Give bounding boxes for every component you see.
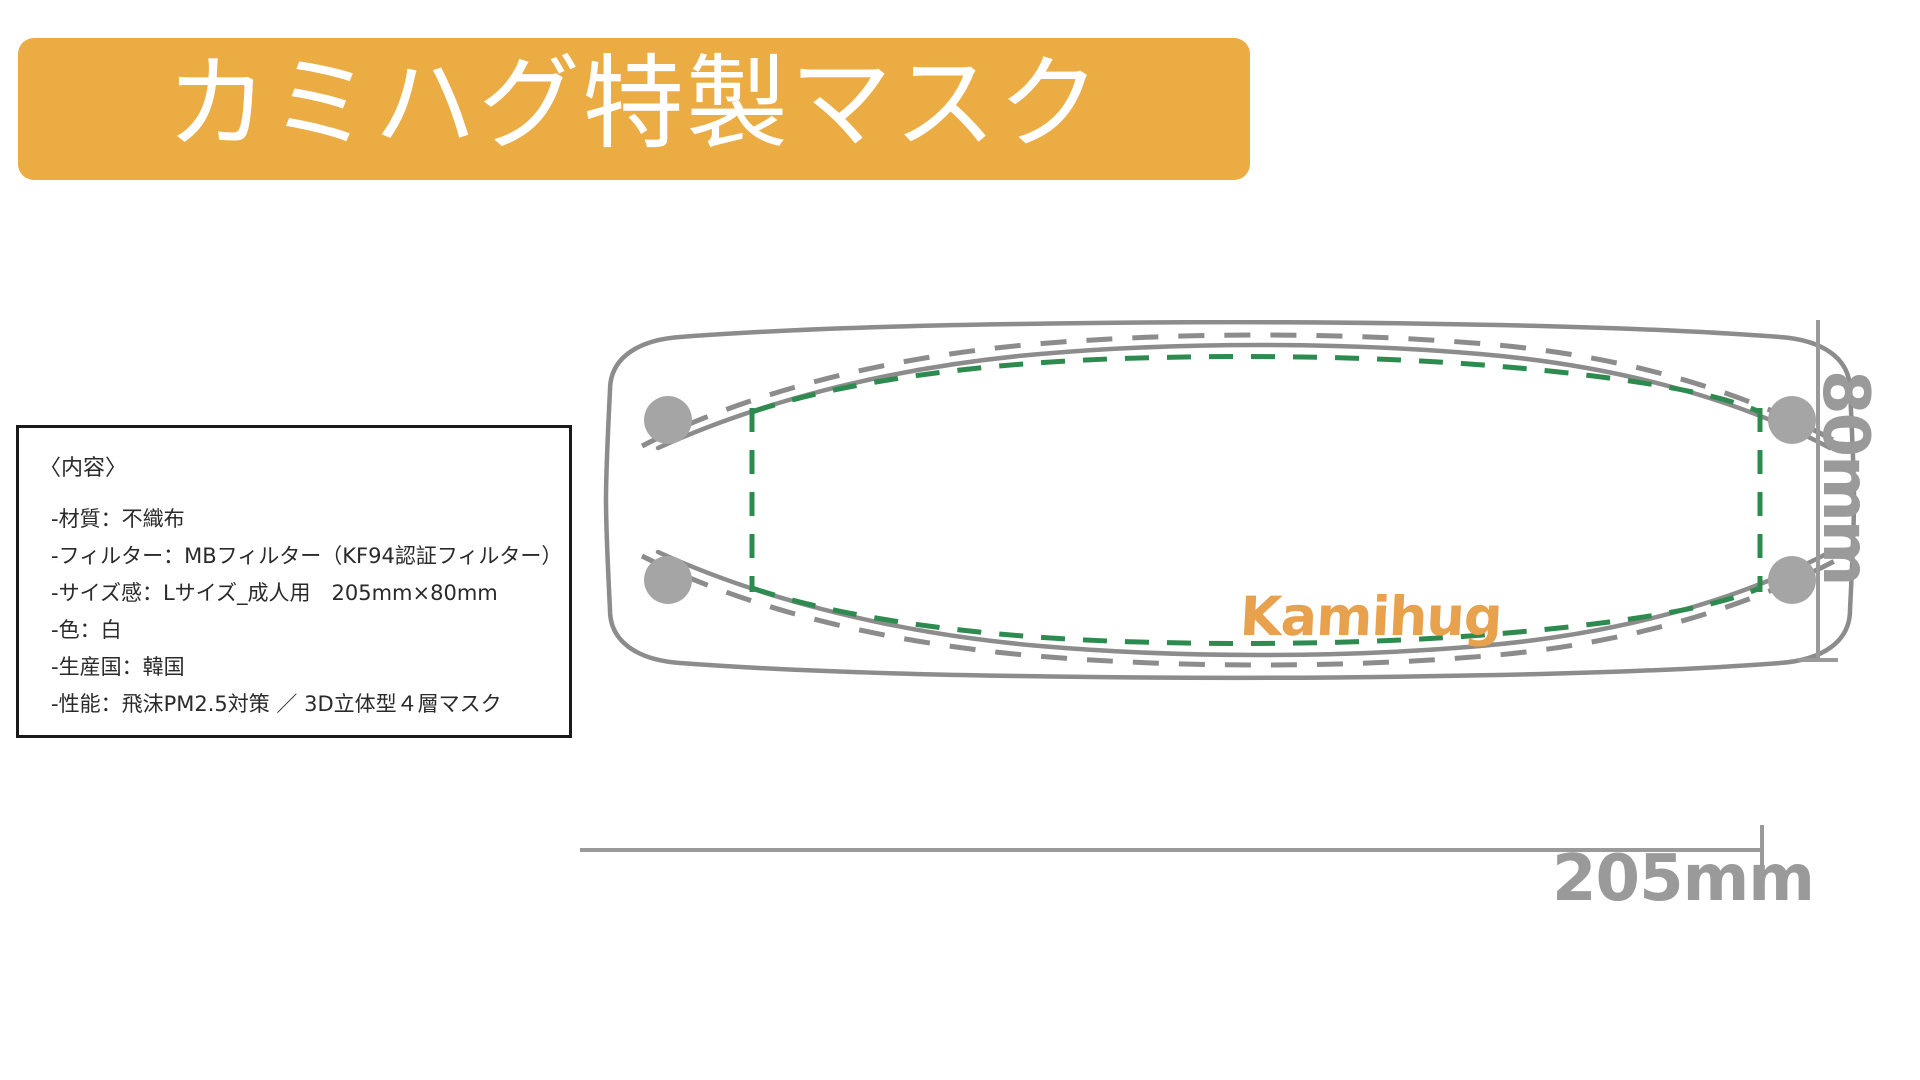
page-title: カミハグ特製マスク — [166, 45, 1102, 164]
print-area-bottom — [751, 585, 1762, 646]
fold-line-bottom — [640, 553, 1846, 668]
earloop-hole-bottom-right — [1768, 556, 1816, 604]
inner-seam-bottom — [655, 549, 1833, 658]
dimension-label-height: 80mm — [1808, 370, 1882, 585]
dimension-label-width: 205mm — [1552, 842, 1815, 916]
list-item: -材質：不織布 — [51, 507, 185, 531]
list-item: -フィルター：MBフィルター（KF94認証フィルター） — [51, 544, 563, 568]
earloop-hole-top-left — [644, 396, 692, 444]
earloop-hole-top-right — [1768, 396, 1816, 444]
info-box-list: -材質：不織布 -フィルター：MBフィルター（KF94認証フィルター） -サイズ… — [51, 501, 563, 723]
product-info-box: 〈内容〉 -材質：不織布 -フィルター：MBフィルター（KF94認証フィルター）… — [16, 425, 572, 738]
list-item: -生産国：韓国 — [51, 655, 185, 679]
inner-seam-top — [655, 342, 1833, 451]
brand-logo: Kamihug — [1238, 585, 1504, 648]
mask-drawing — [580, 320, 1857, 875]
print-area-top — [751, 354, 1762, 415]
mask-outline — [603, 320, 1857, 681]
title-banner: カミハグ特製マスク — [18, 38, 1250, 180]
mask-diagram — [580, 320, 1900, 920]
dimension-line-height — [1798, 320, 1838, 662]
info-box-heading: 〈内容〉 — [39, 456, 128, 481]
list-item: -色：白 — [51, 618, 122, 642]
earloop-hole-bottom-left — [644, 556, 692, 604]
dimension-line-width — [580, 825, 1764, 875]
list-item: -性能：飛沫PM2.5対策 ／ 3D立体型４層マスク — [51, 692, 502, 716]
list-item: -サイズ感：Lサイズ_成人用 205mm×80mm — [51, 581, 498, 605]
